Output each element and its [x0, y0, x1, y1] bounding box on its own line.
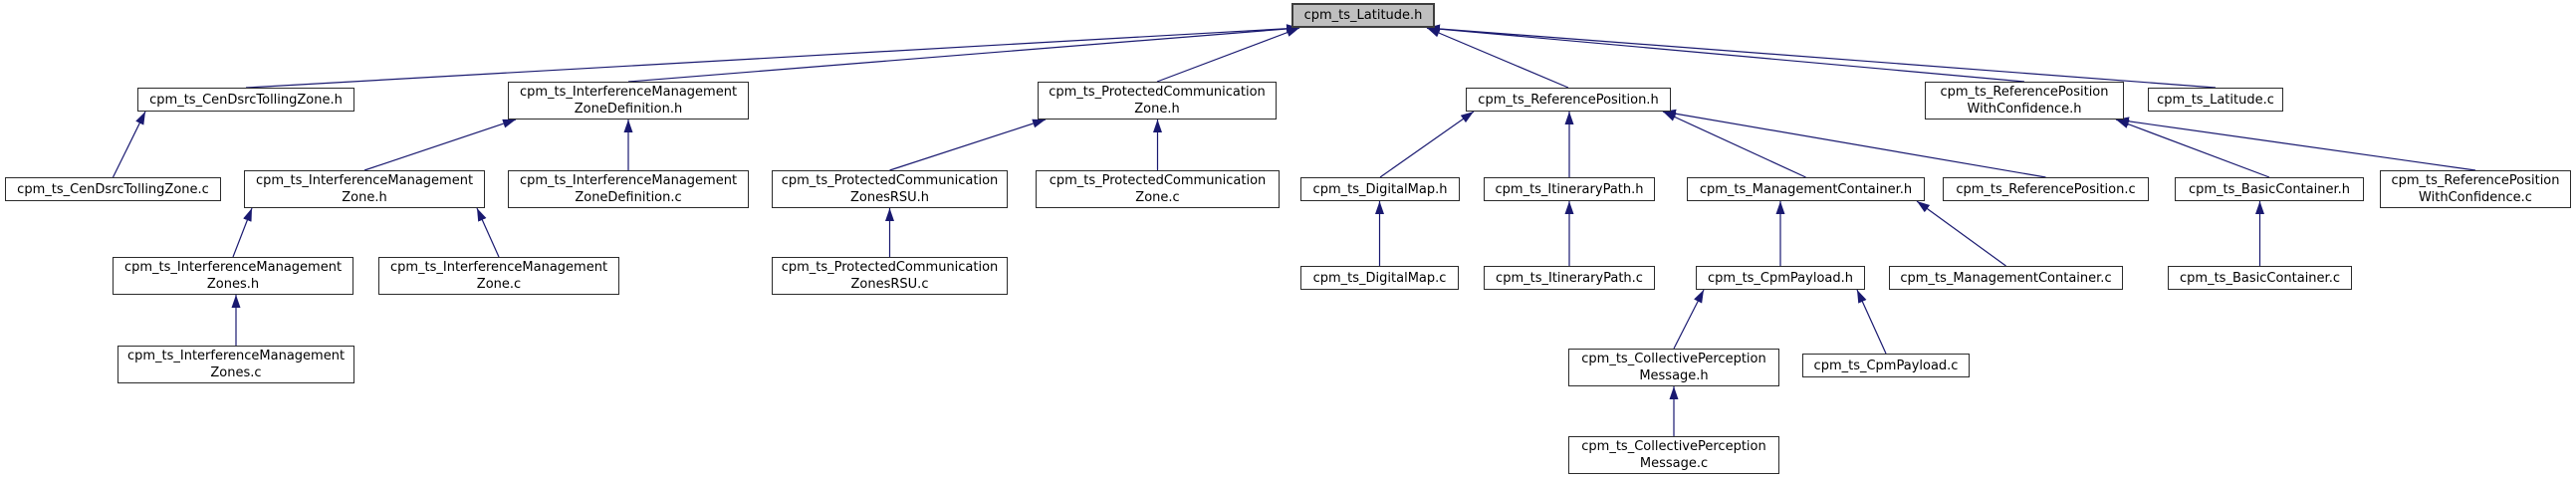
node-itin-h[interactable]: cpm_ts_ItineraryPath.h	[1484, 177, 1655, 201]
edge-mgmt_c-mgmt_h	[1916, 200, 2006, 267]
node-label: cpm_ts_ProtectedCommunication ZonesRSU.h	[781, 173, 999, 205]
node-label: cpm_ts_ProtectedCommunication Zone.c	[1049, 173, 1267, 205]
node-label: cpm_ts_InterferenceManagement ZoneDefini…	[519, 173, 738, 205]
node-label: cpm_ts_ProtectedCommunication ZonesRSU.c	[781, 260, 999, 292]
node-cpmmsg-c[interactable]: cpm_ts_CollectivePerception Message.c	[1568, 436, 1779, 474]
node-pczrsu-h[interactable]: cpm_ts_ProtectedCommunication ZonesRSU.h	[772, 170, 1008, 208]
node-latitude-h[interactable]: cpm_ts_Latitude.h	[1291, 3, 1435, 28]
node-label: cpm_ts_InterferenceManagement ZoneDefini…	[519, 85, 738, 117]
node-payload-c[interactable]: cpm_ts_CpmPayload.c	[1802, 354, 1970, 377]
edge-imz_h-imzdef_h	[363, 119, 517, 171]
node-label: cpm_ts_CollectivePerception Message.h	[1581, 352, 1766, 383]
node-label: cpm_ts_ItineraryPath.h	[1495, 181, 1644, 197]
node-label: cpm_ts_ReferencePosition.c	[1956, 181, 2136, 197]
node-pcz-c[interactable]: cpm_ts_ProtectedCommunication Zone.c	[1036, 170, 1280, 208]
node-imz-c[interactable]: cpm_ts_InterferenceManagement Zone.c	[378, 257, 619, 295]
edge-imzs_h-imz_h	[232, 207, 253, 258]
node-label: cpm_ts_ManagementContainer.h	[1699, 181, 1913, 197]
edge-latitude_c-latitude_h	[1426, 24, 2217, 89]
edge-rpwc_c-rpwc_h	[2115, 117, 2476, 171]
node-label: cpm_ts_CollectivePerception Message.c	[1581, 439, 1766, 471]
node-label: cpm_ts_CpmPayload.h	[1708, 270, 1853, 286]
node-label: cpm_ts_DigitalMap.c	[1312, 270, 1447, 286]
node-rpwc-h[interactable]: cpm_ts_ReferencePosition WithConfidence.…	[1925, 82, 2124, 120]
node-cpmmsg-h[interactable]: cpm_ts_CollectivePerception Message.h	[1568, 349, 1779, 386]
node-label: cpm_ts_InterferenceManagement Zone.h	[255, 173, 474, 205]
node-label: cpm_ts_ReferencePosition WithConfidence.…	[1940, 85, 2109, 117]
edge-cpmmsg_h-payload_h	[1673, 289, 1705, 350]
node-digmap-h[interactable]: cpm_ts_DigitalMap.h	[1300, 177, 1460, 201]
edge-imz_c-imz_h	[476, 207, 500, 258]
node-label: cpm_ts_CenDsrcTollingZone.c	[17, 181, 209, 197]
node-basic-h[interactable]: cpm_ts_BasicContainer.h	[2175, 177, 2364, 201]
node-imzs-c[interactable]: cpm_ts_InterferenceManagement Zones.c	[117, 346, 354, 383]
edge-cendsrc_c-cendsrc_h	[112, 111, 146, 178]
node-digmap-c[interactable]: cpm_ts_DigitalMap.c	[1300, 266, 1459, 290]
node-label: cpm_ts_InterferenceManagement Zones.c	[126, 349, 346, 380]
edge-rpwc_h-latitude_h	[1426, 24, 2025, 83]
node-label: cpm_ts_ItineraryPath.c	[1496, 270, 1643, 286]
node-refpos-h[interactable]: cpm_ts_ReferencePosition.h	[1466, 88, 1671, 112]
edge-pczrsu_h-pcz_h	[889, 119, 1047, 171]
node-pczrsu-c[interactable]: cpm_ts_ProtectedCommunication ZonesRSU.c	[772, 257, 1008, 295]
node-label: cpm_ts_CpmPayload.c	[1813, 358, 1959, 373]
node-label: cpm_ts_BasicContainer.h	[2188, 181, 2351, 197]
node-label: cpm_ts_BasicContainer.c	[2180, 270, 2340, 286]
node-label: cpm_ts_ReferencePosition WithConfidence.…	[2391, 173, 2560, 205]
edge-mgmt_h-refpos_h	[1662, 111, 1806, 178]
node-label: cpm_ts_DigitalMap.h	[1312, 181, 1448, 197]
node-label: cpm_ts_InterferenceManagement Zones.h	[123, 260, 343, 292]
node-label: cpm_ts_Latitude.c	[2157, 92, 2274, 108]
edge-imzdef_h-latitude_h	[627, 24, 1300, 83]
node-imzdef-h[interactable]: cpm_ts_InterferenceManagement ZoneDefini…	[508, 82, 749, 120]
node-cendsrc-h[interactable]: cpm_ts_CenDsrcTollingZone.h	[137, 88, 354, 112]
node-label: cpm_ts_ProtectedCommunication Zone.h	[1049, 85, 1266, 117]
node-itin-c[interactable]: cpm_ts_ItineraryPath.c	[1484, 266, 1655, 290]
edge-cendsrc_h-latitude_h	[245, 24, 1300, 89]
node-imzs-h[interactable]: cpm_ts_InterferenceManagement Zones.h	[113, 257, 353, 295]
node-cendsrc-c[interactable]: cpm_ts_CenDsrcTollingZone.c	[5, 177, 221, 201]
node-refpos-c[interactable]: cpm_ts_ReferencePosition.c	[1943, 177, 2149, 201]
edge-payload_c-payload_h	[1856, 289, 1887, 355]
node-latitude-c[interactable]: cpm_ts_Latitude.c	[2148, 88, 2283, 112]
node-imz-h[interactable]: cpm_ts_InterferenceManagement Zone.h	[244, 170, 485, 208]
edge-basic_h-rpwc_h	[2115, 119, 2270, 178]
node-pcz-h[interactable]: cpm_ts_ProtectedCommunication Zone.h	[1038, 82, 1277, 120]
node-rpwc-c[interactable]: cpm_ts_ReferencePosition WithConfidence.…	[2380, 170, 2571, 208]
node-payload-h[interactable]: cpm_ts_CpmPayload.h	[1696, 266, 1865, 290]
edge-digmap_h-refpos_h	[1379, 111, 1475, 178]
edge-refpos_c-refpos_h	[1662, 109, 2046, 178]
node-mgmt-h[interactable]: cpm_ts_ManagementContainer.h	[1687, 177, 1925, 201]
edge-refpos_h-latitude_h	[1426, 27, 1569, 89]
node-label: cpm_ts_CenDsrcTollingZone.h	[149, 92, 343, 108]
edge-pcz_h-latitude_h	[1156, 27, 1300, 83]
node-label: cpm_ts_InterferenceManagement Zone.c	[389, 260, 608, 292]
node-label: cpm_ts_ReferencePosition.h	[1478, 92, 1659, 108]
node-imzdef-c[interactable]: cpm_ts_InterferenceManagement ZoneDefini…	[508, 170, 749, 208]
node-label: cpm_ts_ManagementContainer.c	[1900, 270, 2112, 286]
node-basic-c[interactable]: cpm_ts_BasicContainer.c	[2168, 266, 2352, 290]
node-label: cpm_ts_Latitude.h	[1303, 8, 1423, 23]
node-mgmt-c[interactable]: cpm_ts_ManagementContainer.c	[1889, 266, 2123, 290]
